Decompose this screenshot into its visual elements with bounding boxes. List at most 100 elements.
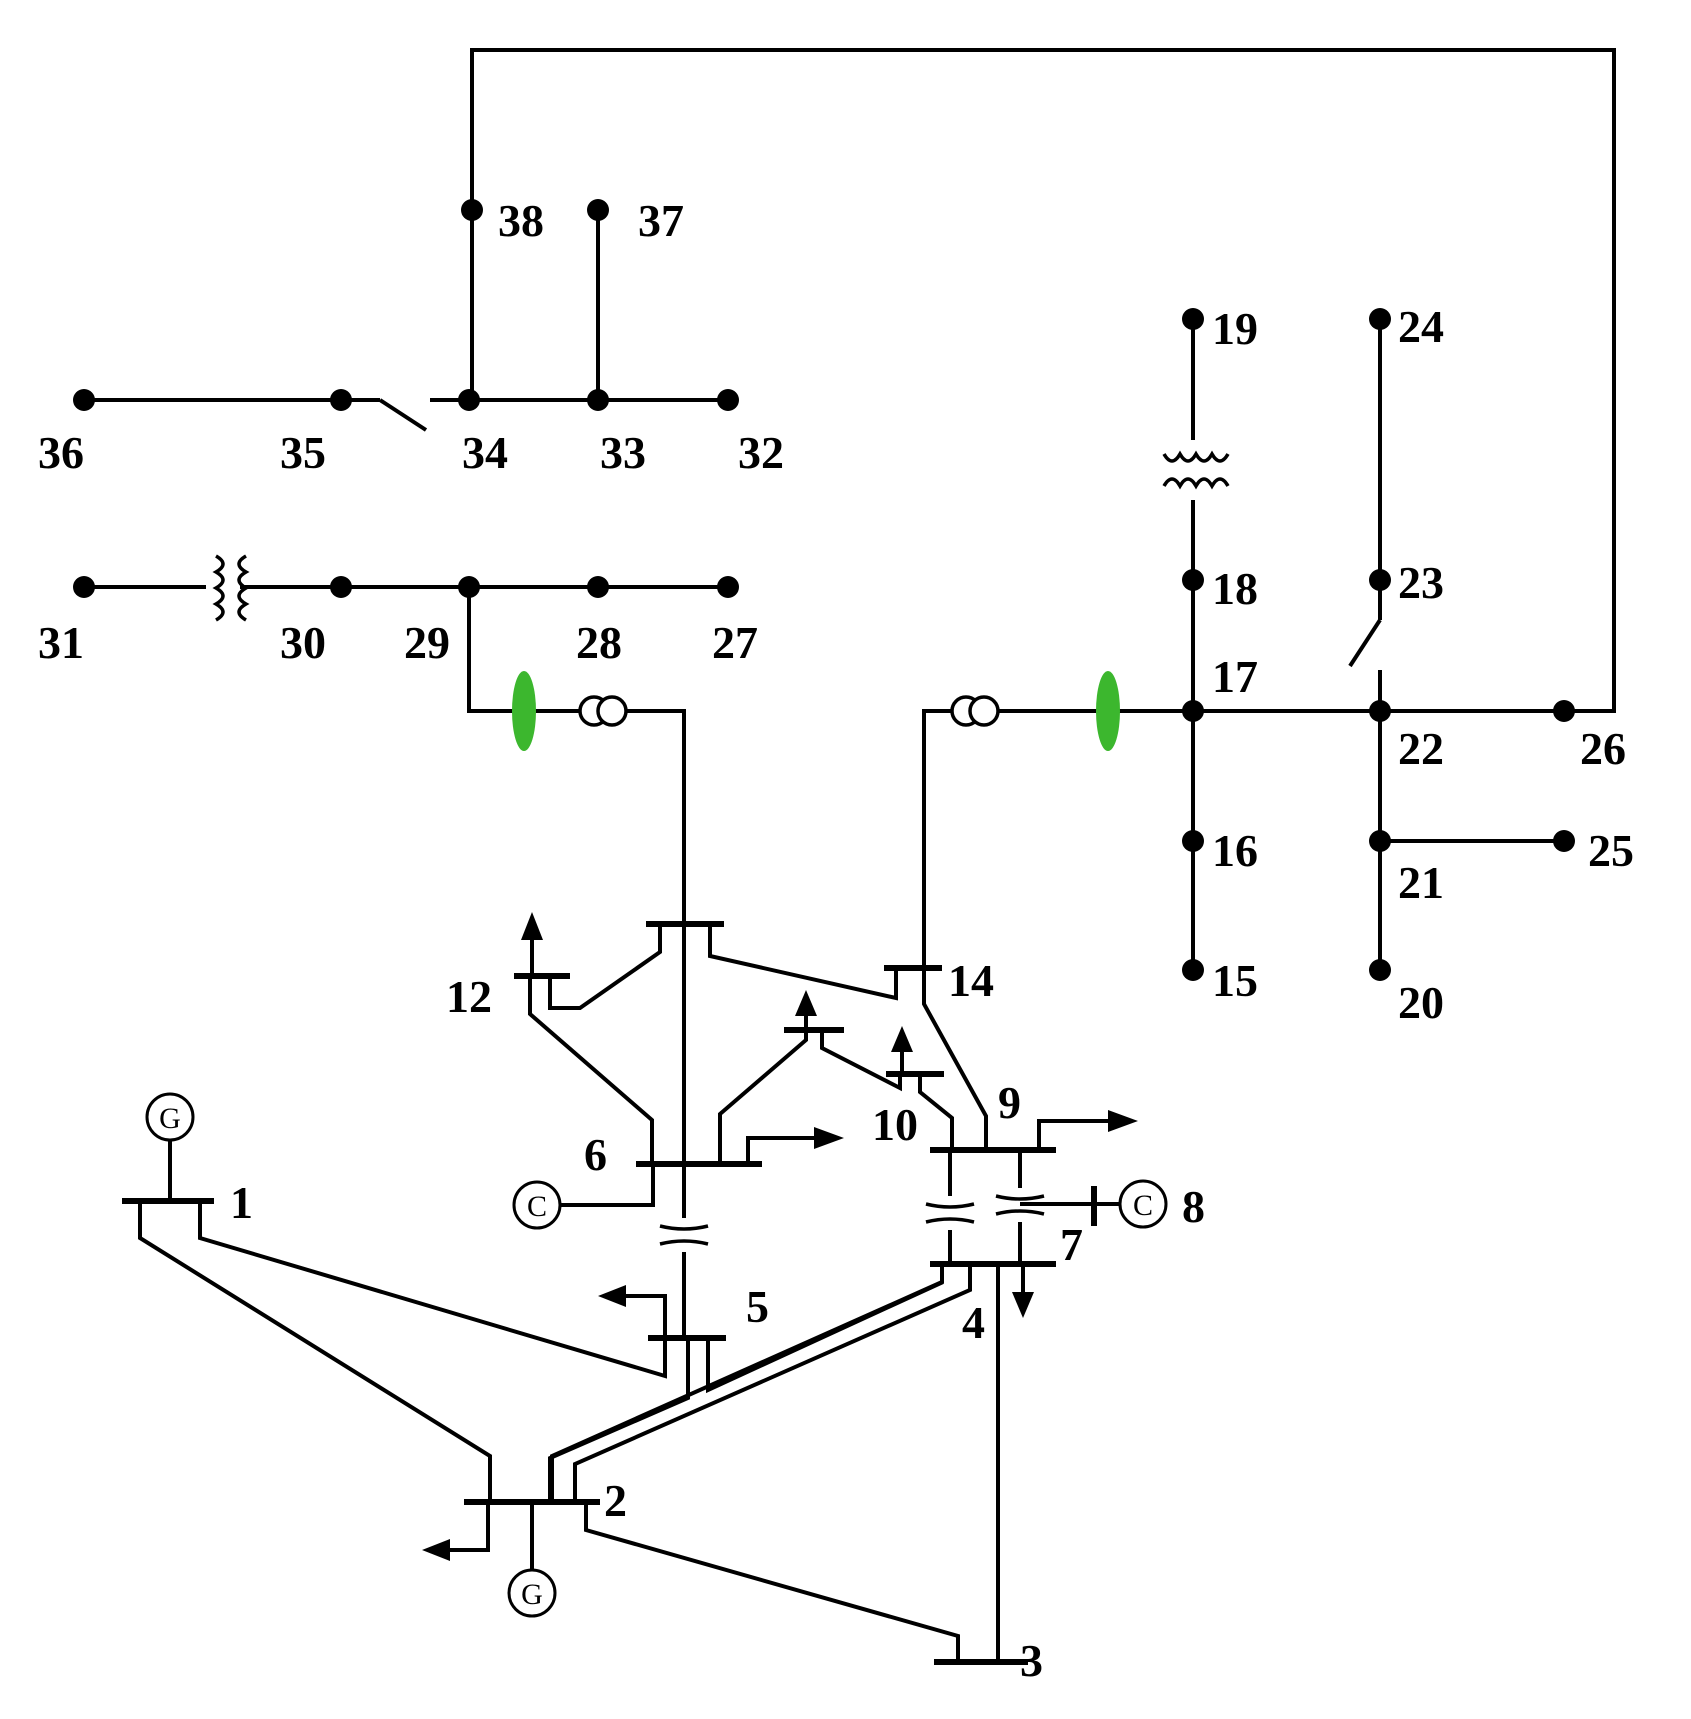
label-bus-15: 15	[1212, 955, 1258, 1006]
node-27	[717, 576, 739, 598]
label-bus-9: 9	[998, 1077, 1021, 1128]
node-36	[73, 389, 95, 411]
load-2-arrow	[422, 1539, 450, 1561]
node-33	[587, 389, 609, 411]
tie-lines	[467, 587, 1193, 968]
line-12-13	[548, 924, 662, 1010]
label-bus-10: 10	[872, 1099, 918, 1150]
line-2-6	[548, 1338, 690, 1502]
load-9-lead	[1037, 1119, 1108, 1150]
node-26	[1553, 700, 1575, 722]
tie-line-14-17	[922, 709, 1193, 968]
label-bus-23: 23	[1398, 557, 1444, 608]
node-18	[1182, 569, 1204, 591]
line-6-12	[528, 976, 654, 1164]
node-32	[717, 389, 739, 411]
transformer-4-9b-icon	[995, 1150, 1045, 1264]
transmission-network: G G C	[122, 912, 1168, 1665]
distribution-left	[73, 199, 739, 622]
node-31	[73, 576, 95, 598]
line-4-5	[706, 1280, 944, 1394]
transformer-right-icon	[950, 695, 1000, 727]
label-bus-1: 1	[230, 1177, 253, 1228]
load-5-lead	[626, 1294, 667, 1338]
load-6-lead	[746, 1136, 814, 1164]
load-10-arrow	[891, 1026, 913, 1052]
load-6-arrow	[814, 1127, 844, 1149]
node-20	[1369, 959, 1391, 981]
node-21	[1369, 830, 1391, 852]
node-22	[1369, 700, 1391, 722]
line-1-2	[138, 1201, 492, 1502]
generator-2-letter: G	[521, 1578, 543, 1611]
node-35	[330, 389, 352, 411]
condenser-6-icon	[512, 1180, 562, 1230]
line-2-4b	[573, 1264, 972, 1502]
tie-line-29-13	[467, 587, 686, 924]
line-11-10	[820, 1030, 902, 1092]
node-25	[1553, 830, 1575, 852]
label-bus-25: 25	[1588, 825, 1634, 876]
label-bus-28: 28	[576, 617, 622, 668]
label-bus-32: 32	[738, 427, 784, 478]
regulator-30-31-icon	[206, 552, 250, 622]
label-bus-7: 7	[1060, 1219, 1083, 1270]
label-bus-3: 3	[1020, 1635, 1043, 1686]
label-bus-14: 14	[948, 955, 994, 1006]
label-bus-18: 18	[1212, 563, 1258, 614]
line-6-11	[718, 1030, 808, 1164]
label-bus-29: 29	[404, 617, 450, 668]
distribution-right	[470, 48, 1616, 981]
label-bus-12: 12	[446, 971, 492, 1022]
node-29	[458, 576, 480, 598]
load-4-arrow	[1012, 1292, 1034, 1318]
label-bus-19: 19	[1212, 303, 1258, 354]
node-24	[1369, 308, 1391, 330]
line-10-9	[918, 1074, 954, 1150]
bus-labels: 1 2 3 4 5 6 7 8 9 10 12 14 15 16 17 18 1…	[38, 195, 1634, 1686]
label-bus-4: 4	[962, 1297, 985, 1348]
condenser-6-letter: C	[527, 1190, 547, 1223]
load-2-lead	[450, 1502, 490, 1552]
label-bus-20: 20	[1398, 977, 1444, 1028]
label-bus-6: 6	[584, 1129, 607, 1180]
condenser-8-letter: C	[1133, 1189, 1153, 1222]
node-38	[461, 199, 483, 221]
transformer-4-9a-icon	[925, 1150, 975, 1264]
node-16	[1182, 830, 1204, 852]
node-19	[1182, 308, 1204, 330]
condenser-8-icon	[1118, 1179, 1168, 1229]
label-bus-21: 21	[1398, 857, 1444, 908]
label-bus-5: 5	[746, 1281, 769, 1332]
line-14-9	[922, 968, 988, 1150]
node-23	[1369, 569, 1391, 591]
label-bus-2: 2	[604, 1475, 627, 1526]
label-bus-17: 17	[1212, 651, 1258, 702]
label-bus-31: 31	[38, 617, 84, 668]
coupling-left-icon	[512, 671, 536, 751]
label-bus-33: 33	[600, 427, 646, 478]
generator-1-icon	[145, 1092, 195, 1142]
label-bus-8: 8	[1182, 1181, 1205, 1232]
node-28	[587, 576, 609, 598]
label-bus-22: 22	[1398, 723, 1444, 774]
label-bus-35: 35	[280, 427, 326, 478]
line-13-14	[708, 924, 898, 1001]
load-11-arrow	[795, 990, 817, 1016]
transformer-5-6-icon	[659, 1164, 709, 1338]
load-12-arrow	[521, 912, 543, 940]
node-34	[458, 389, 480, 411]
generator-1-letter: G	[159, 1102, 181, 1135]
label-bus-26: 26	[1580, 723, 1626, 774]
node-37	[587, 199, 609, 221]
loop-26-38	[470, 48, 1616, 713]
label-bus-16: 16	[1212, 825, 1258, 876]
node-17	[1182, 700, 1204, 722]
load-5-arrow	[598, 1285, 626, 1307]
line-2-3	[584, 1502, 960, 1662]
switch-22-23	[1348, 618, 1382, 668]
node-15	[1182, 959, 1204, 981]
label-bus-38: 38	[498, 195, 544, 246]
generator-2-icon	[507, 1568, 557, 1618]
